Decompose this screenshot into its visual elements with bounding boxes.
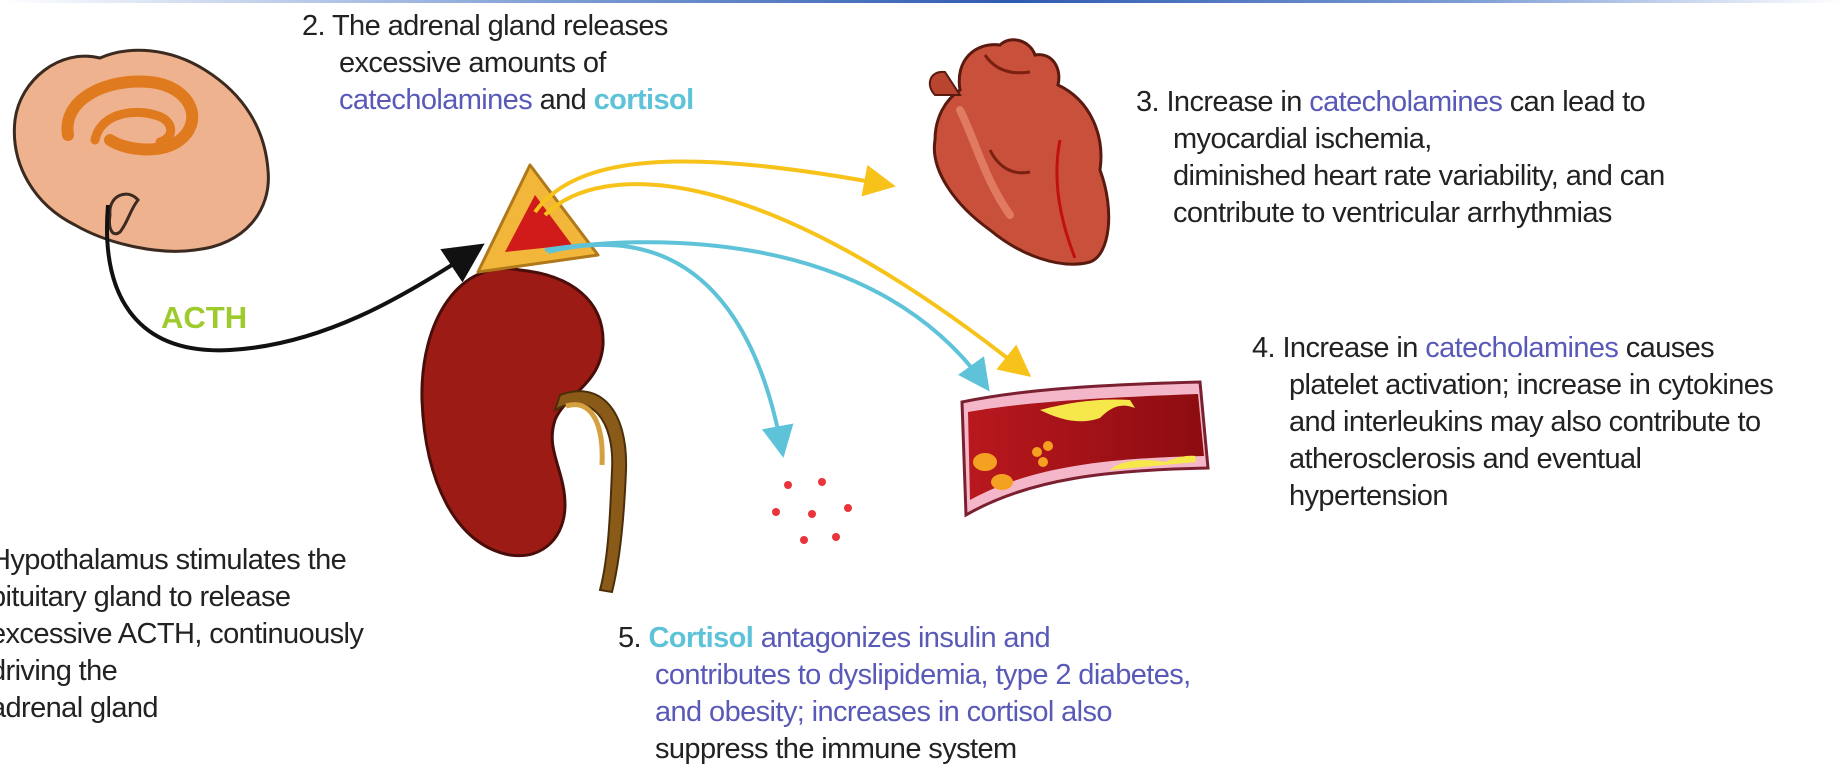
step4-number: 4. <box>1252 332 1275 364</box>
blood-vessel-icon <box>962 382 1208 515</box>
step2-line: excessive amounts of <box>302 45 694 82</box>
step5-post: antagonizes insulin and <box>761 622 1050 654</box>
catecholamines-term: catecholamines <box>1309 86 1502 118</box>
step4-line: atherosclerosis and eventual <box>1252 441 1773 478</box>
step1-line: driving the <box>0 653 363 690</box>
step5-line: suppress the immune system <box>618 731 1191 768</box>
step1-text: Hypothalamus stimulates the pituitary gl… <box>0 542 363 727</box>
step4-line: platelet activation; increase in cytokin… <box>1252 367 1773 404</box>
step3-line: myocardial ischemia, <box>1136 121 1665 158</box>
adrenal-gland-icon <box>478 165 598 272</box>
step2-line: The adrenal gland releases <box>332 10 668 42</box>
step1-line: excessive ACTH, continuously <box>0 616 363 653</box>
cortisol-arrow-vessel <box>545 242 985 385</box>
step3-text: 3. Increase in catecholamines can lead t… <box>1136 84 1665 232</box>
step3-post: can lead to <box>1510 86 1645 118</box>
catecholamines-term: catecholamines <box>339 84 532 116</box>
step5-text: 5. Cortisol antagonizes insulin and cont… <box>618 620 1191 768</box>
step2-text: 2. The adrenal gland releases excessive … <box>302 8 694 119</box>
step4-post: causes <box>1626 332 1714 364</box>
step4-text: 4. Increase in catecholamines causes pla… <box>1252 330 1773 515</box>
catecholamine-arrow-heart <box>535 161 888 212</box>
step3-line: contribute to ventricular arrhythmias <box>1136 195 1665 232</box>
step4-pre: Increase in <box>1282 332 1417 364</box>
step2-and: and <box>540 84 587 116</box>
acth-label: ACTH <box>161 300 247 336</box>
brain-icon <box>14 50 268 251</box>
catecholamine-arrow-vessel <box>545 184 1025 372</box>
step5-line: and obesity; increases in cortisol also <box>618 694 1191 731</box>
step1-line: pituitary gland to release <box>0 579 363 616</box>
step3-number: 3. <box>1136 86 1159 118</box>
cortisol-term: cortisol <box>594 84 694 116</box>
step3-pre: Increase in <box>1166 86 1301 118</box>
step4-line: and interleukins may also contribute to <box>1252 404 1773 441</box>
cortisol-term: Cortisol <box>648 622 753 654</box>
heart-icon <box>930 40 1109 264</box>
catecholamines-term: catecholamines <box>1425 332 1618 364</box>
kidney-icon <box>422 269 626 592</box>
step4-line: hypertension <box>1252 478 1773 515</box>
step3-line: diminished heart rate variability, and c… <box>1136 158 1665 195</box>
step1-line: adrenal gland <box>0 690 363 727</box>
step1-line: Hypothalamus stimulates the <box>0 542 363 579</box>
step5-line: contributes to dyslipidemia, type 2 diab… <box>618 657 1191 694</box>
step5-number: 5. <box>618 622 641 654</box>
step2-number: 2. <box>302 10 325 42</box>
blood-particles-icon <box>772 478 852 544</box>
